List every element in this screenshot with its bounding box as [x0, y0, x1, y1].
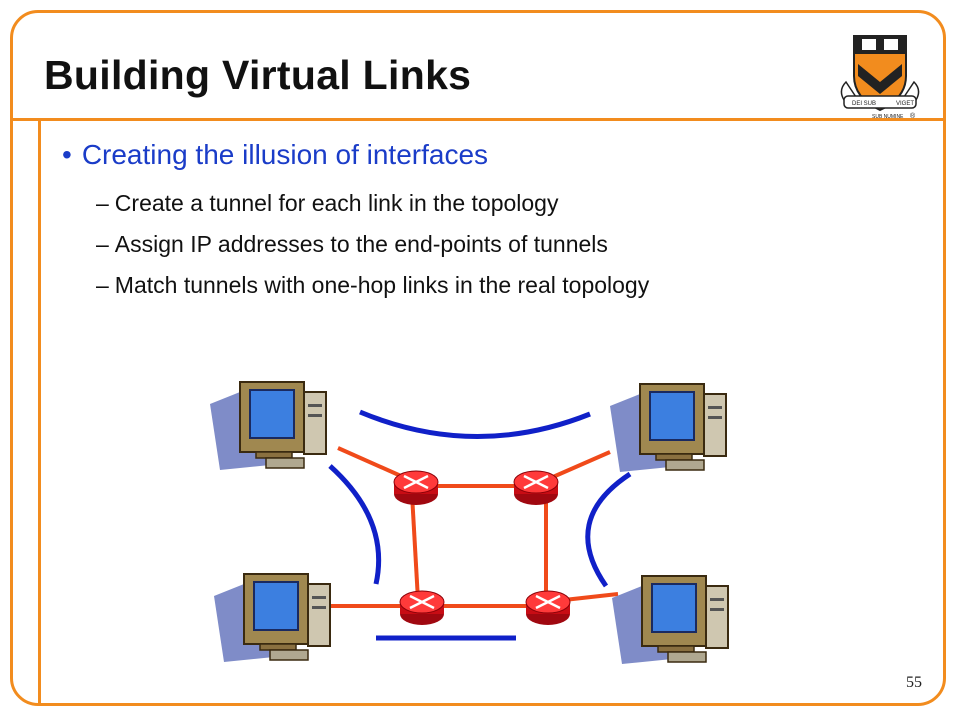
- router-icon: [398, 589, 446, 627]
- slide-title: Building Virtual Links: [44, 52, 472, 98]
- title-divider: [12, 118, 944, 121]
- router-icon: [524, 589, 572, 627]
- sub-bullet: –Create a tunnel for each link in the to…: [96, 190, 559, 216]
- logo-motto-mid: SUB NUMINE: [872, 114, 904, 120]
- router-icon: [512, 469, 560, 507]
- tunnels: [328, 409, 632, 641]
- princeton-shield-icon: DEI SUB SUB NUMINE VIGET ®: [840, 35, 920, 120]
- sub-bullet-text: Match tunnels with one-hop links in the …: [114, 272, 650, 298]
- sub-bullet-text: Assign IP addresses to the end-points of…: [114, 231, 608, 257]
- router-icon: [392, 469, 440, 507]
- logo-motto-right: VIGET: [896, 101, 914, 107]
- bullet-dot: •: [62, 139, 72, 170]
- desktop-computer-icon: [609, 383, 727, 473]
- svg-text:®: ®: [910, 112, 916, 120]
- left-rule: [38, 118, 41, 706]
- sub-bullet: –Assign IP addresses to the end-points o…: [96, 231, 608, 257]
- desktop-computer-icon: [611, 575, 729, 665]
- physical-links: [330, 446, 619, 608]
- sub-bullet: –Match tunnels with one-hop links in the…: [96, 272, 650, 298]
- main-bullet: • Creating the illusion of interfaces: [62, 139, 488, 171]
- sub-bullet-text: Create a tunnel for each link in the top…: [114, 190, 559, 216]
- logo-motto-left: DEI SUB: [852, 101, 876, 107]
- tunnel-topology-diagram: [209, 381, 729, 665]
- desktop-computer-icon: [209, 381, 327, 471]
- slide-frame: [10, 10, 946, 706]
- main-bullet-text: Creating the illusion of interfaces: [81, 139, 489, 170]
- page-number: 55: [906, 674, 922, 691]
- desktop-computer-icon: [213, 573, 331, 663]
